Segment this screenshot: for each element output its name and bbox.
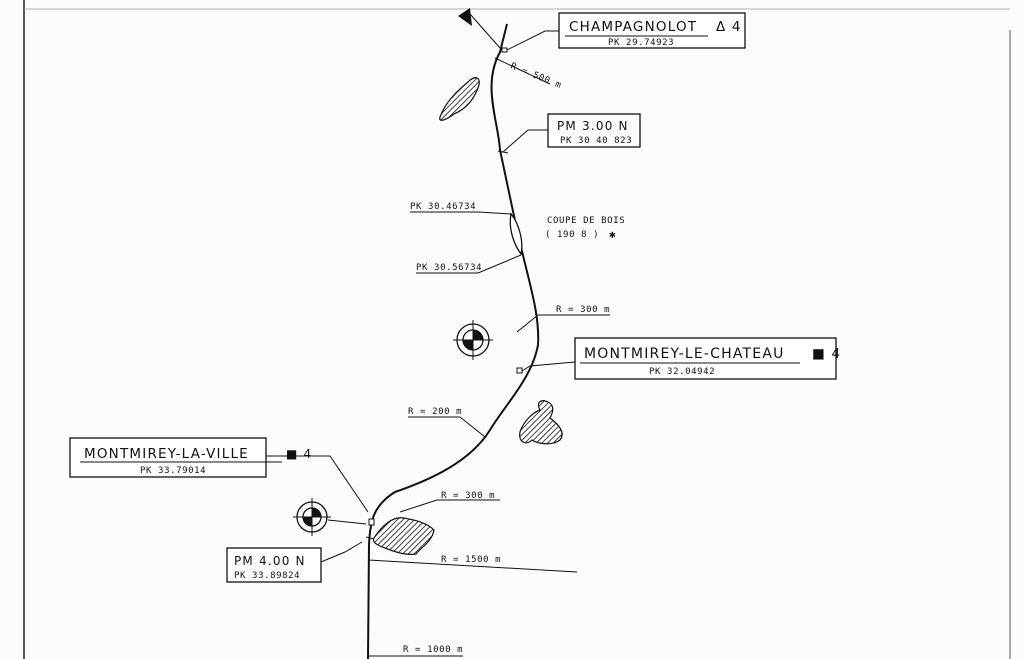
station-box-champagnolot: CHAMPAGNOLOT Δ 4 PK 29.74923 xyxy=(558,12,746,49)
note-line1: COUPE DE BOIS xyxy=(547,216,625,226)
note-symbol: ✱ xyxy=(609,228,616,241)
chainage-label: PK 30.46734 xyxy=(410,202,476,212)
radius-label: R = 500 m xyxy=(509,62,563,92)
station-marker: ■ 4 xyxy=(286,447,312,461)
station-name: CHAMPAGNOLOT xyxy=(569,19,697,35)
station-name: MONTMIREY-LE-CHATEAU xyxy=(584,346,785,362)
milestone-pk: PK 33.89824 xyxy=(234,571,300,581)
station-pk: PK 29.74923 xyxy=(608,38,674,48)
milestone-pk: PK 30 40 823 xyxy=(560,136,632,146)
chainage-label: PK 30.56734 xyxy=(416,263,482,273)
radius-label: R = 1500 m xyxy=(441,555,501,565)
station-pk: PK 32.04942 xyxy=(649,367,715,377)
radius-label: R = 300 m xyxy=(441,491,495,501)
track-arrow-stem xyxy=(469,13,501,49)
woodland-patch-1 xyxy=(439,77,480,121)
station-marker: ■ 4 xyxy=(812,346,841,362)
marker-ville xyxy=(368,518,375,526)
survey-target-icon xyxy=(293,498,331,536)
woodland-patch-2 xyxy=(519,400,563,445)
note-line2: ( 190 8 ) xyxy=(545,230,599,240)
station-box-montmirey-le-chateau: MONTMIREY-LE-CHATEAU ■ 4 PK 32.04942 xyxy=(574,337,841,380)
woodland-patch-3 xyxy=(372,517,435,555)
track-arrow xyxy=(458,8,472,26)
milestone-box-pm4: PM 4.00 N PK 33.89824 xyxy=(226,547,322,583)
marker-chateau xyxy=(516,367,523,374)
railway-track xyxy=(367,23,540,659)
radius-label: R = 300 m xyxy=(556,305,610,315)
radius-label: R = 1000 m xyxy=(403,645,463,655)
station-pk: PK 33.79014 xyxy=(140,466,206,476)
radius-label: R = 200 m xyxy=(408,407,462,417)
milestone-name: PM 3.00 N xyxy=(557,119,629,133)
survey-target-icon xyxy=(453,320,493,360)
milestone-box-pm3: PM 3.00 N PK 30 40 823 xyxy=(547,113,641,148)
marker-champagnolot xyxy=(501,47,508,53)
station-marker: Δ 4 xyxy=(716,19,742,35)
station-box-montmirey-la-ville: MONTMIREY-LA-VILLE ■ 4 PK 33.79014 xyxy=(69,437,312,478)
clearing-section xyxy=(509,212,523,256)
milestone-name: PM 4.00 N xyxy=(234,554,306,568)
station-name: MONTMIREY-LA-VILLE xyxy=(84,446,249,462)
leader-lines xyxy=(266,30,610,657)
